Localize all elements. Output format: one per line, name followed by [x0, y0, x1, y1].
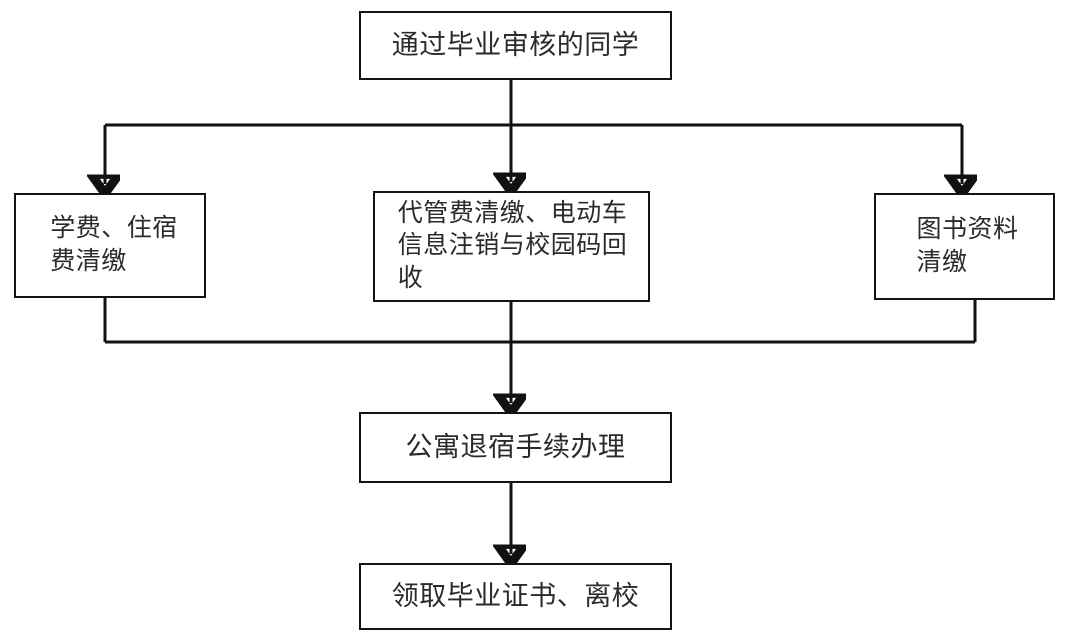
node-collect-diploma-leave-school[interactable]: 领取毕业证书、离校	[359, 563, 672, 630]
node-library-materials-clearance[interactable]: 图书资料 清缴	[874, 193, 1055, 300]
node-label: 代管费清缴、电动车 信息注销与校园码回 收	[397, 199, 628, 292]
node-label: 公寓退宿手续办理	[405, 431, 626, 462]
node-graduation-review[interactable]: 通过毕业审核的同学	[359, 11, 672, 80]
node-label: 学费、住宿 费清缴	[50, 215, 178, 275]
node-label: 图书资料 清缴	[916, 216, 1019, 276]
node-tuition-accommodation-fee[interactable]: 学费、住宿 费清缴	[14, 193, 206, 298]
node-custody-fee-ebike-campus-code[interactable]: 代管费清缴、电动车 信息注销与校园码回 收	[373, 191, 650, 302]
node-label: 通过毕业审核的同学	[391, 29, 640, 60]
node-label: 领取毕业证书、离校	[391, 580, 640, 611]
node-dormitory-checkout[interactable]: 公寓退宿手续办理	[359, 412, 672, 483]
